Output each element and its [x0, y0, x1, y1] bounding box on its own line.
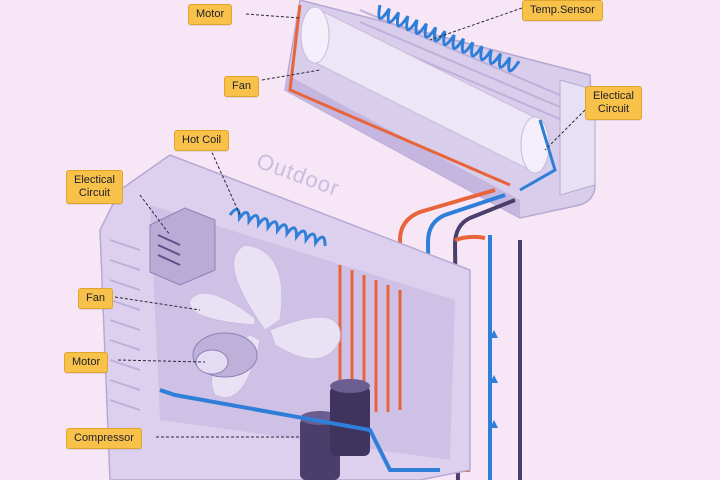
compressor-label: Compressor	[66, 428, 142, 449]
outdoor-unit	[100, 155, 470, 480]
temp-sensor-label: Temp.Sensor	[522, 0, 603, 21]
hot-coil-label: Hot Coil	[174, 130, 229, 151]
electrical-circuit-indoor-label: Electical Circuit	[585, 86, 642, 120]
outdoor-motor	[193, 333, 257, 377]
motor-outdoor-label: Motor	[64, 352, 108, 373]
fan-outdoor-label: Fan	[78, 288, 113, 309]
motor-indoor-label: Motor	[188, 4, 232, 25]
fan-indoor-label: Fan	[224, 76, 259, 97]
electrical-circuit-outdoor-label: Electical Circuit	[66, 170, 123, 204]
